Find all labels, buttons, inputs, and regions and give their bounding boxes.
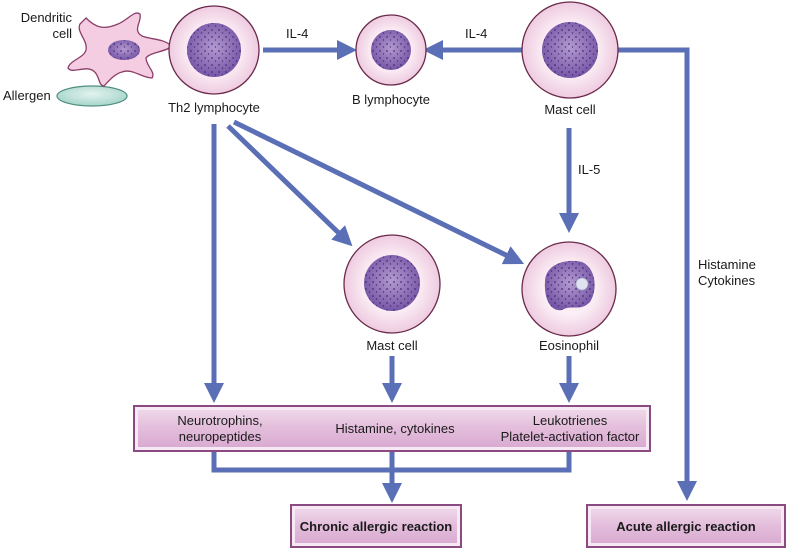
il5-label: IL-5 (578, 162, 601, 177)
acute-reaction-box: Acute allergic reaction (586, 504, 786, 548)
arrow-th2-to-mast (226, 124, 353, 247)
arrow-th2-to-eosinophil (232, 119, 525, 265)
eosinophil-label: Eosinophil (539, 338, 599, 353)
b-lymphocyte (355, 14, 427, 86)
mediators-box: Neurotrophins, neuropeptides Histamine, … (133, 405, 651, 452)
dendritic-cell-label: Dendritic cell (20, 10, 72, 41)
acute-reaction-label: Acute allergic reaction (616, 519, 756, 534)
chronic-reaction-label: Chronic allergic reaction (299, 519, 453, 534)
mast-cell-middle (343, 234, 441, 334)
mediator-histamine: Histamine, cytokines (335, 421, 455, 436)
th2-lymphocyte-label: Th2 lymphocyte (168, 100, 260, 115)
th2-lymphocyte (168, 5, 260, 95)
dendritic-cell (67, 12, 173, 87)
allergen-shape (56, 85, 128, 107)
il4-left-label: IL-4 (286, 26, 309, 41)
chronic-reaction-box: Chronic allergic reaction (290, 504, 462, 548)
mast-cell-middle-label: Mast cell (366, 338, 418, 353)
eosinophil (521, 241, 617, 337)
arrow-mast-to-acute (617, 47, 697, 501)
mediator-leukotrienes: Leukotrienes Platelet-activation factor (500, 413, 640, 444)
mediator-neurotrophins: Neurotrophins, neuropeptides (177, 413, 263, 444)
il4-right-label: IL-4 (465, 26, 488, 41)
histamine-cytokines-label: Histamine Cytokines (698, 257, 756, 288)
b-lymphocyte-label: B lymphocyte (351, 92, 431, 107)
allergen-label: Allergen (3, 88, 51, 103)
mast-cell-top (521, 1, 619, 99)
arrows (204, 40, 697, 503)
mast-cell-top-label: Mast cell (544, 102, 596, 117)
